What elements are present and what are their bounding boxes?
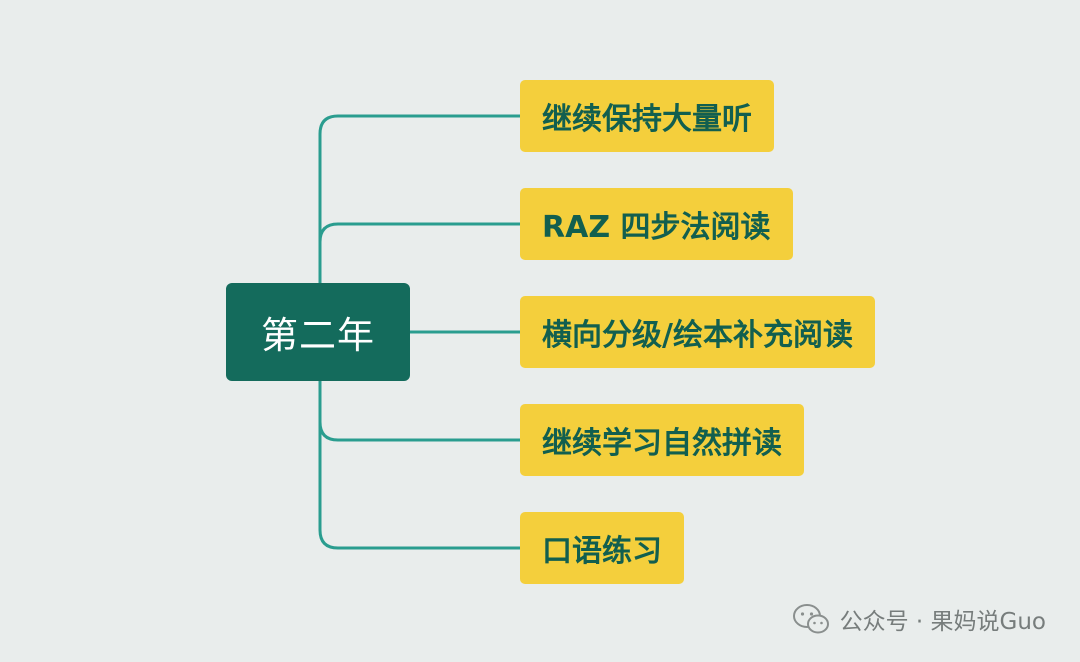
branch-node-4: 继续学习自然拼读 — [520, 404, 804, 476]
wechat-icon — [792, 604, 829, 634]
branch-label: RAZ 四步法阅读 — [542, 210, 771, 245]
root-label: 第二年 — [261, 314, 375, 357]
branch-node-3: 横向分级/绘本补充阅读 — [520, 296, 875, 368]
branch-node-1: 继续保持大量听 — [520, 80, 774, 152]
branch-node-2: RAZ 四步法阅读 — [520, 188, 793, 260]
branch-label: 继续学习自然拼读 — [542, 426, 782, 461]
watermark-text: 公众号 · 果妈说Guo — [839, 609, 1046, 635]
watermark: 公众号 · 果妈说Guo — [792, 602, 1046, 636]
branch-node-5: 口语练习 — [520, 512, 684, 584]
branch-connector-4 — [318, 421, 520, 442]
branch-label: 继续保持大量听 — [542, 102, 752, 137]
branch-label: 口语练习 — [542, 534, 662, 569]
trunk-upper — [318, 114, 520, 283]
root-node: 第二年 — [226, 283, 410, 381]
branch-connector-2 — [318, 222, 520, 243]
branch-label: 横向分级/绘本补充阅读 — [542, 318, 853, 353]
trunk-lower — [318, 381, 520, 550]
